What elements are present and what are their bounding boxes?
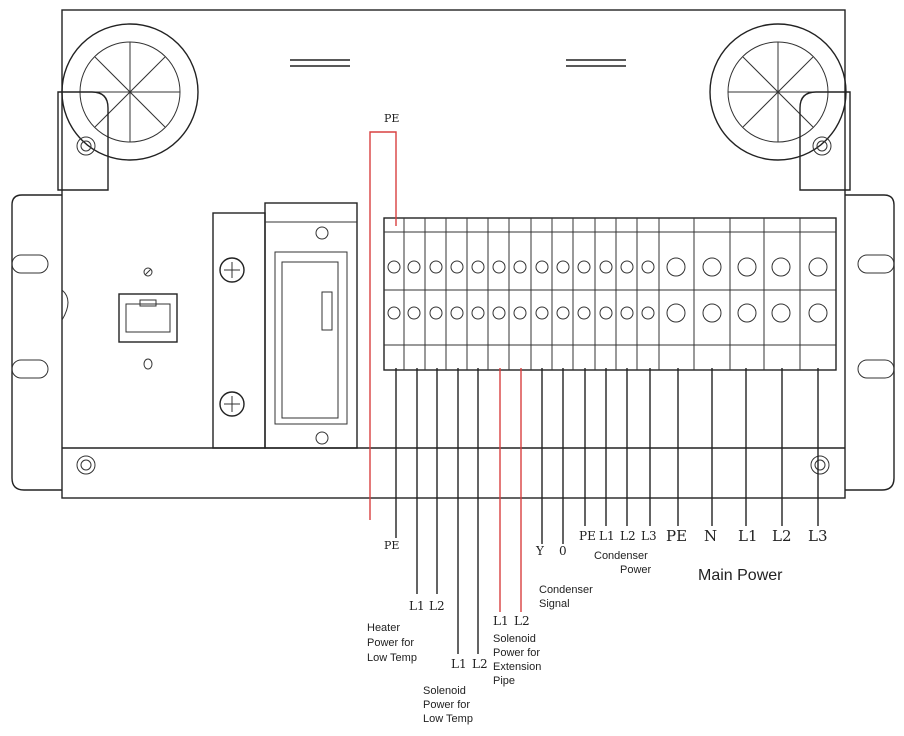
label-cond-pow-desc-2: Power bbox=[620, 564, 652, 576]
terminal-screw bbox=[599, 306, 613, 320]
terminal-screw bbox=[808, 303, 828, 323]
label-sol-ext-l2: L2 bbox=[514, 614, 530, 628]
terminal-screw bbox=[771, 303, 791, 323]
terminal-screw bbox=[513, 306, 527, 320]
label-main-l1: L1 bbox=[738, 527, 758, 545]
label-cond-pow-pe: PE bbox=[579, 529, 596, 543]
screw bbox=[812, 136, 832, 156]
terminal-screw bbox=[450, 306, 464, 320]
label-heater-desc-3: Low Temp bbox=[367, 652, 417, 664]
terminal-screw bbox=[666, 303, 686, 323]
label-cond-pow-l2: L2 bbox=[620, 529, 636, 543]
terminal-screw bbox=[641, 260, 655, 274]
pe-red-wire bbox=[369, 131, 397, 520]
terminal-screw bbox=[620, 260, 634, 274]
terminal-screw bbox=[737, 257, 757, 277]
label-cond-sig-desc-2: Signal bbox=[539, 598, 570, 610]
terminal-screw bbox=[387, 260, 401, 274]
label-main-l3: L3 bbox=[808, 527, 828, 545]
terminal-screw bbox=[387, 306, 401, 320]
terminal-screw bbox=[702, 303, 722, 323]
terminal-screw bbox=[429, 260, 443, 274]
terminal-screw bbox=[407, 260, 421, 274]
label-cond-sig-desc-1: Condenser bbox=[539, 584, 593, 596]
left-flange bbox=[11, 194, 69, 491]
terminal-screw bbox=[513, 260, 527, 274]
bracket-left bbox=[57, 91, 109, 191]
label-pe-left: PE bbox=[384, 539, 399, 552]
bracket-right bbox=[799, 91, 851, 191]
rj45-port bbox=[118, 267, 178, 370]
label-heater-desc-1: Heater bbox=[367, 622, 400, 634]
right-flange bbox=[845, 194, 895, 491]
label-sol-low-l1: L1 bbox=[451, 657, 467, 671]
screw bbox=[76, 136, 96, 156]
back-plate bbox=[61, 9, 846, 499]
label-sol-ext-desc-4: Pipe bbox=[493, 675, 515, 687]
label-cond-pow-l3: L3 bbox=[641, 529, 657, 543]
label-cond-pow-l1: L1 bbox=[599, 529, 615, 543]
label-main-pe: PE bbox=[666, 527, 687, 545]
label-sol-ext-l1: L1 bbox=[493, 614, 509, 628]
label-sol-ext-desc-1: Solenoid bbox=[493, 633, 536, 645]
terminal-screw bbox=[808, 257, 828, 277]
terminal-screw bbox=[407, 306, 421, 320]
terminal-screw bbox=[599, 260, 613, 274]
breaker-module bbox=[212, 202, 358, 449]
terminal-screw bbox=[492, 260, 506, 274]
enclosure bbox=[61, 9, 846, 499]
terminal-screw bbox=[641, 306, 655, 320]
label-main-power: Main Power bbox=[698, 567, 783, 584]
terminal-block bbox=[383, 217, 837, 371]
terminal-screw bbox=[535, 306, 549, 320]
terminal-screw bbox=[492, 306, 506, 320]
label-sol-low-desc-2: Power for bbox=[423, 699, 470, 711]
label-heater-l2: L2 bbox=[429, 599, 445, 613]
label-sol-low-l2: L2 bbox=[472, 657, 488, 671]
label-cond-sig-y: Y bbox=[535, 544, 545, 558]
terminal-screw bbox=[471, 306, 485, 320]
screw bbox=[76, 455, 96, 475]
label-main-l2: L2 bbox=[772, 527, 792, 545]
label-sol-ext-desc-2: Power for bbox=[493, 647, 540, 659]
label-heater-desc-2: Power for bbox=[367, 637, 414, 649]
terminal-screw bbox=[702, 257, 722, 277]
terminal-screw bbox=[577, 260, 591, 274]
label-main-n: N bbox=[704, 527, 717, 545]
labels: PE PE L1 L2 Heater Power for Low Temp L1… bbox=[367, 112, 828, 725]
label-sol-ext-desc-3: Extension bbox=[493, 661, 541, 673]
label-pe-top: PE bbox=[384, 112, 399, 125]
terminal-screw bbox=[577, 306, 591, 320]
label-sol-low-desc-1: Solenoid bbox=[423, 685, 466, 697]
label-cond-sig-0: 0 bbox=[559, 544, 567, 558]
label-heater-l1: L1 bbox=[409, 599, 425, 613]
wires bbox=[395, 368, 819, 654]
terminal-screw bbox=[429, 306, 443, 320]
terminal-screw bbox=[666, 257, 686, 277]
terminal-screw bbox=[556, 306, 570, 320]
terminal-screw bbox=[771, 257, 791, 277]
terminal-screw bbox=[450, 260, 464, 274]
terminal-screw bbox=[556, 260, 570, 274]
label-cond-pow-desc-1: Condenser bbox=[594, 550, 648, 562]
terminal-screw bbox=[535, 260, 549, 274]
terminal-screw bbox=[471, 260, 485, 274]
terminal-screw bbox=[737, 303, 757, 323]
label-sol-low-desc-3: Low Temp bbox=[423, 713, 473, 725]
screw bbox=[810, 455, 830, 475]
terminal-screw bbox=[620, 306, 634, 320]
